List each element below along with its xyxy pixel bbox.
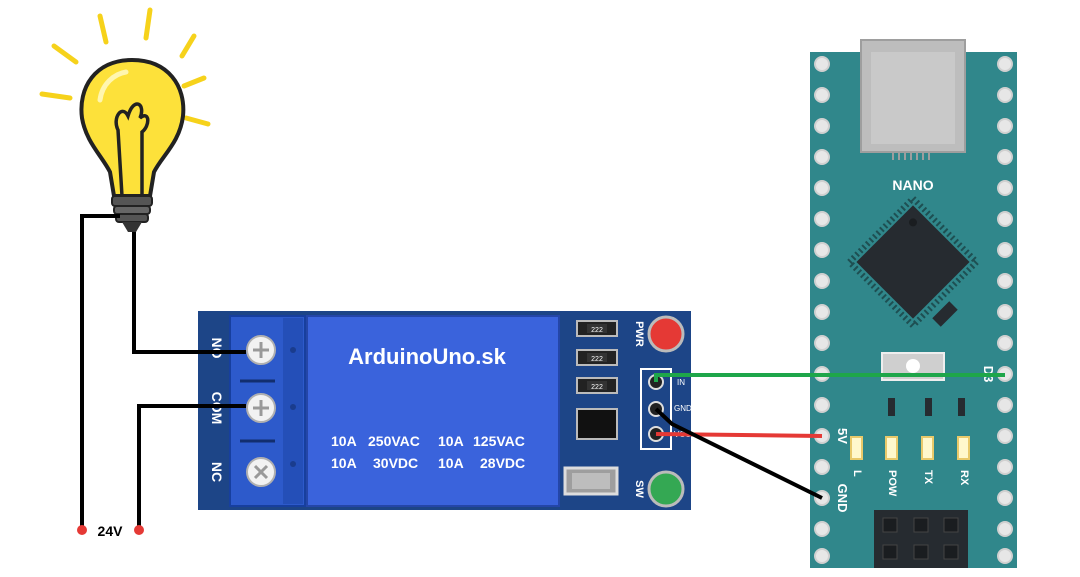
svg-text:222: 222 [591,356,603,363]
smd-resistor: 222 [576,349,618,366]
rating-r1-c1: 10A [331,433,357,449]
pwr-led-label: PWR [633,321,645,347]
led-label-rx: RX [958,470,970,486]
transistor [576,408,618,440]
bulb-rays [39,7,211,127]
wire-bulb-to-no [132,232,246,354]
icsp-header [874,510,968,568]
pin-label-in: IN [677,378,685,387]
supply-terminal-right[interactable] [134,525,144,535]
terminal-label-no: NO [209,338,225,359]
led-label-l: L [851,470,863,477]
wires [80,214,1005,528]
terminal-label-nc: NC [209,462,225,482]
supply-voltage-label: 24V [98,523,124,539]
supply-terminal-left[interactable] [77,525,87,535]
rating-r2-c2: 30VDC [373,455,418,471]
rating-r2-c4: 28VDC [480,455,525,471]
led-label-tx: TX [922,470,934,485]
nano-label-5v: 5V [835,428,850,444]
relay-module: NO COM NC ArduinoUno.sk 10A 250VAC 10A 1… [198,311,692,510]
rating-r1-c3: 10A [438,433,464,449]
screw-nc-icon[interactable] [246,457,276,487]
rating-r1-c4: 125VAC [473,433,525,449]
relay-ratings: 10A 250VAC 10A 125VAC 10A 30VDC 10A 28VD… [331,433,525,471]
nano-pins-right [997,56,1013,564]
svg-text:222: 222 [591,327,603,334]
rating-r2-c3: 10A [438,455,464,471]
smd-resistor: 222 [576,320,618,337]
wire-signal-in-to-d3 [654,373,1005,382]
nano-name: NANO [892,177,933,193]
light-bulb-icon [39,7,211,232]
sw-button-label: SW [633,480,645,498]
wire-gnd-to-gnd [654,407,823,500]
pin-header [640,368,672,450]
relay-brand: ArduinoUno.sk [348,344,506,369]
pin-label-gnd: GND [674,404,692,413]
rating-r1-c2: 250VAC [368,433,420,449]
rating-r2-c1: 10A [331,455,357,471]
nano-pins-left [814,56,830,564]
wire-bulb-to-supply [80,214,120,528]
arduino-nano: NANO L POW TX [810,39,1017,568]
wire-com-to-supply [137,404,246,528]
screw-no-icon[interactable] [246,335,276,365]
usb-connector-icon [860,39,966,160]
pwr-led-icon [647,315,685,353]
nano-small-chip [932,301,958,327]
led-label-pow: POW [886,470,898,497]
relay-body [306,315,560,507]
sw-button-icon[interactable] [647,470,685,508]
smd-resistor: 222 [576,377,618,394]
svg-text:222: 222 [591,384,603,391]
nano-leds [850,436,970,460]
nano-label-gnd: GND [835,484,850,513]
wire-vcc-to-5v [655,432,823,438]
nano-resistors [888,398,965,416]
screw-com-icon[interactable] [246,393,276,423]
